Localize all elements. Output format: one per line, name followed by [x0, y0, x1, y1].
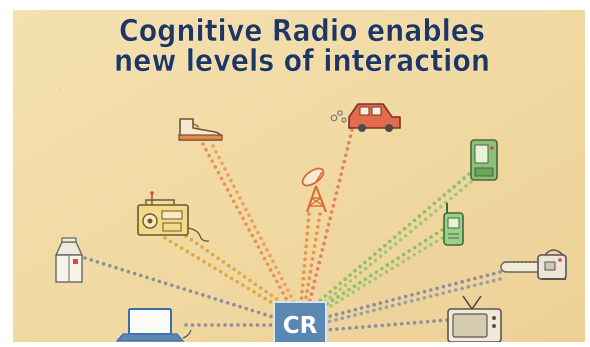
radio-icon: [137, 191, 210, 242]
cr-hub: CR: [273, 301, 327, 342]
walkie-talkie-icon: [443, 203, 464, 246]
link-dish: [299, 212, 311, 306]
link-shoe-2: [211, 144, 297, 306]
link-pda-2: [318, 180, 473, 308]
cr-hub-label: CR: [283, 313, 318, 339]
link-walkie-talkie: [320, 228, 444, 309]
link-shoe: [201, 142, 291, 306]
link-chainsaw-2: [325, 277, 502, 324]
link-car: [307, 128, 354, 306]
link-chainsaw: [325, 270, 502, 319]
car-icon: [330, 103, 401, 132]
link-pda: [314, 172, 471, 306]
tv-icon: [447, 295, 502, 342]
link-milk-carton: [83, 256, 275, 319]
link-dish-2: [303, 212, 322, 306]
satellite-dish-tower-icon: [301, 167, 327, 213]
link-tv: [325, 318, 449, 332]
pda-icon: [470, 139, 498, 181]
shoe-icon: [178, 118, 223, 141]
laptop-icon: [115, 308, 192, 342]
milk-carton-icon: [55, 237, 83, 283]
cr-hub-box: [273, 301, 327, 342]
connection-lines: [83, 128, 502, 332]
link-radio: [163, 236, 281, 309]
slide-title-line-1: Cognitive Radio enables: [119, 14, 485, 49]
slide-title-line-2: new levels of interaction: [114, 44, 490, 79]
chainsaw-icon: [500, 249, 567, 280]
link-radio-2: [184, 234, 286, 306]
